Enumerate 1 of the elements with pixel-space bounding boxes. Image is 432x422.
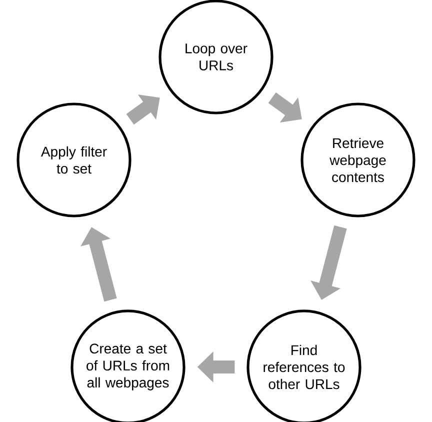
- arrow: [126, 94, 160, 125]
